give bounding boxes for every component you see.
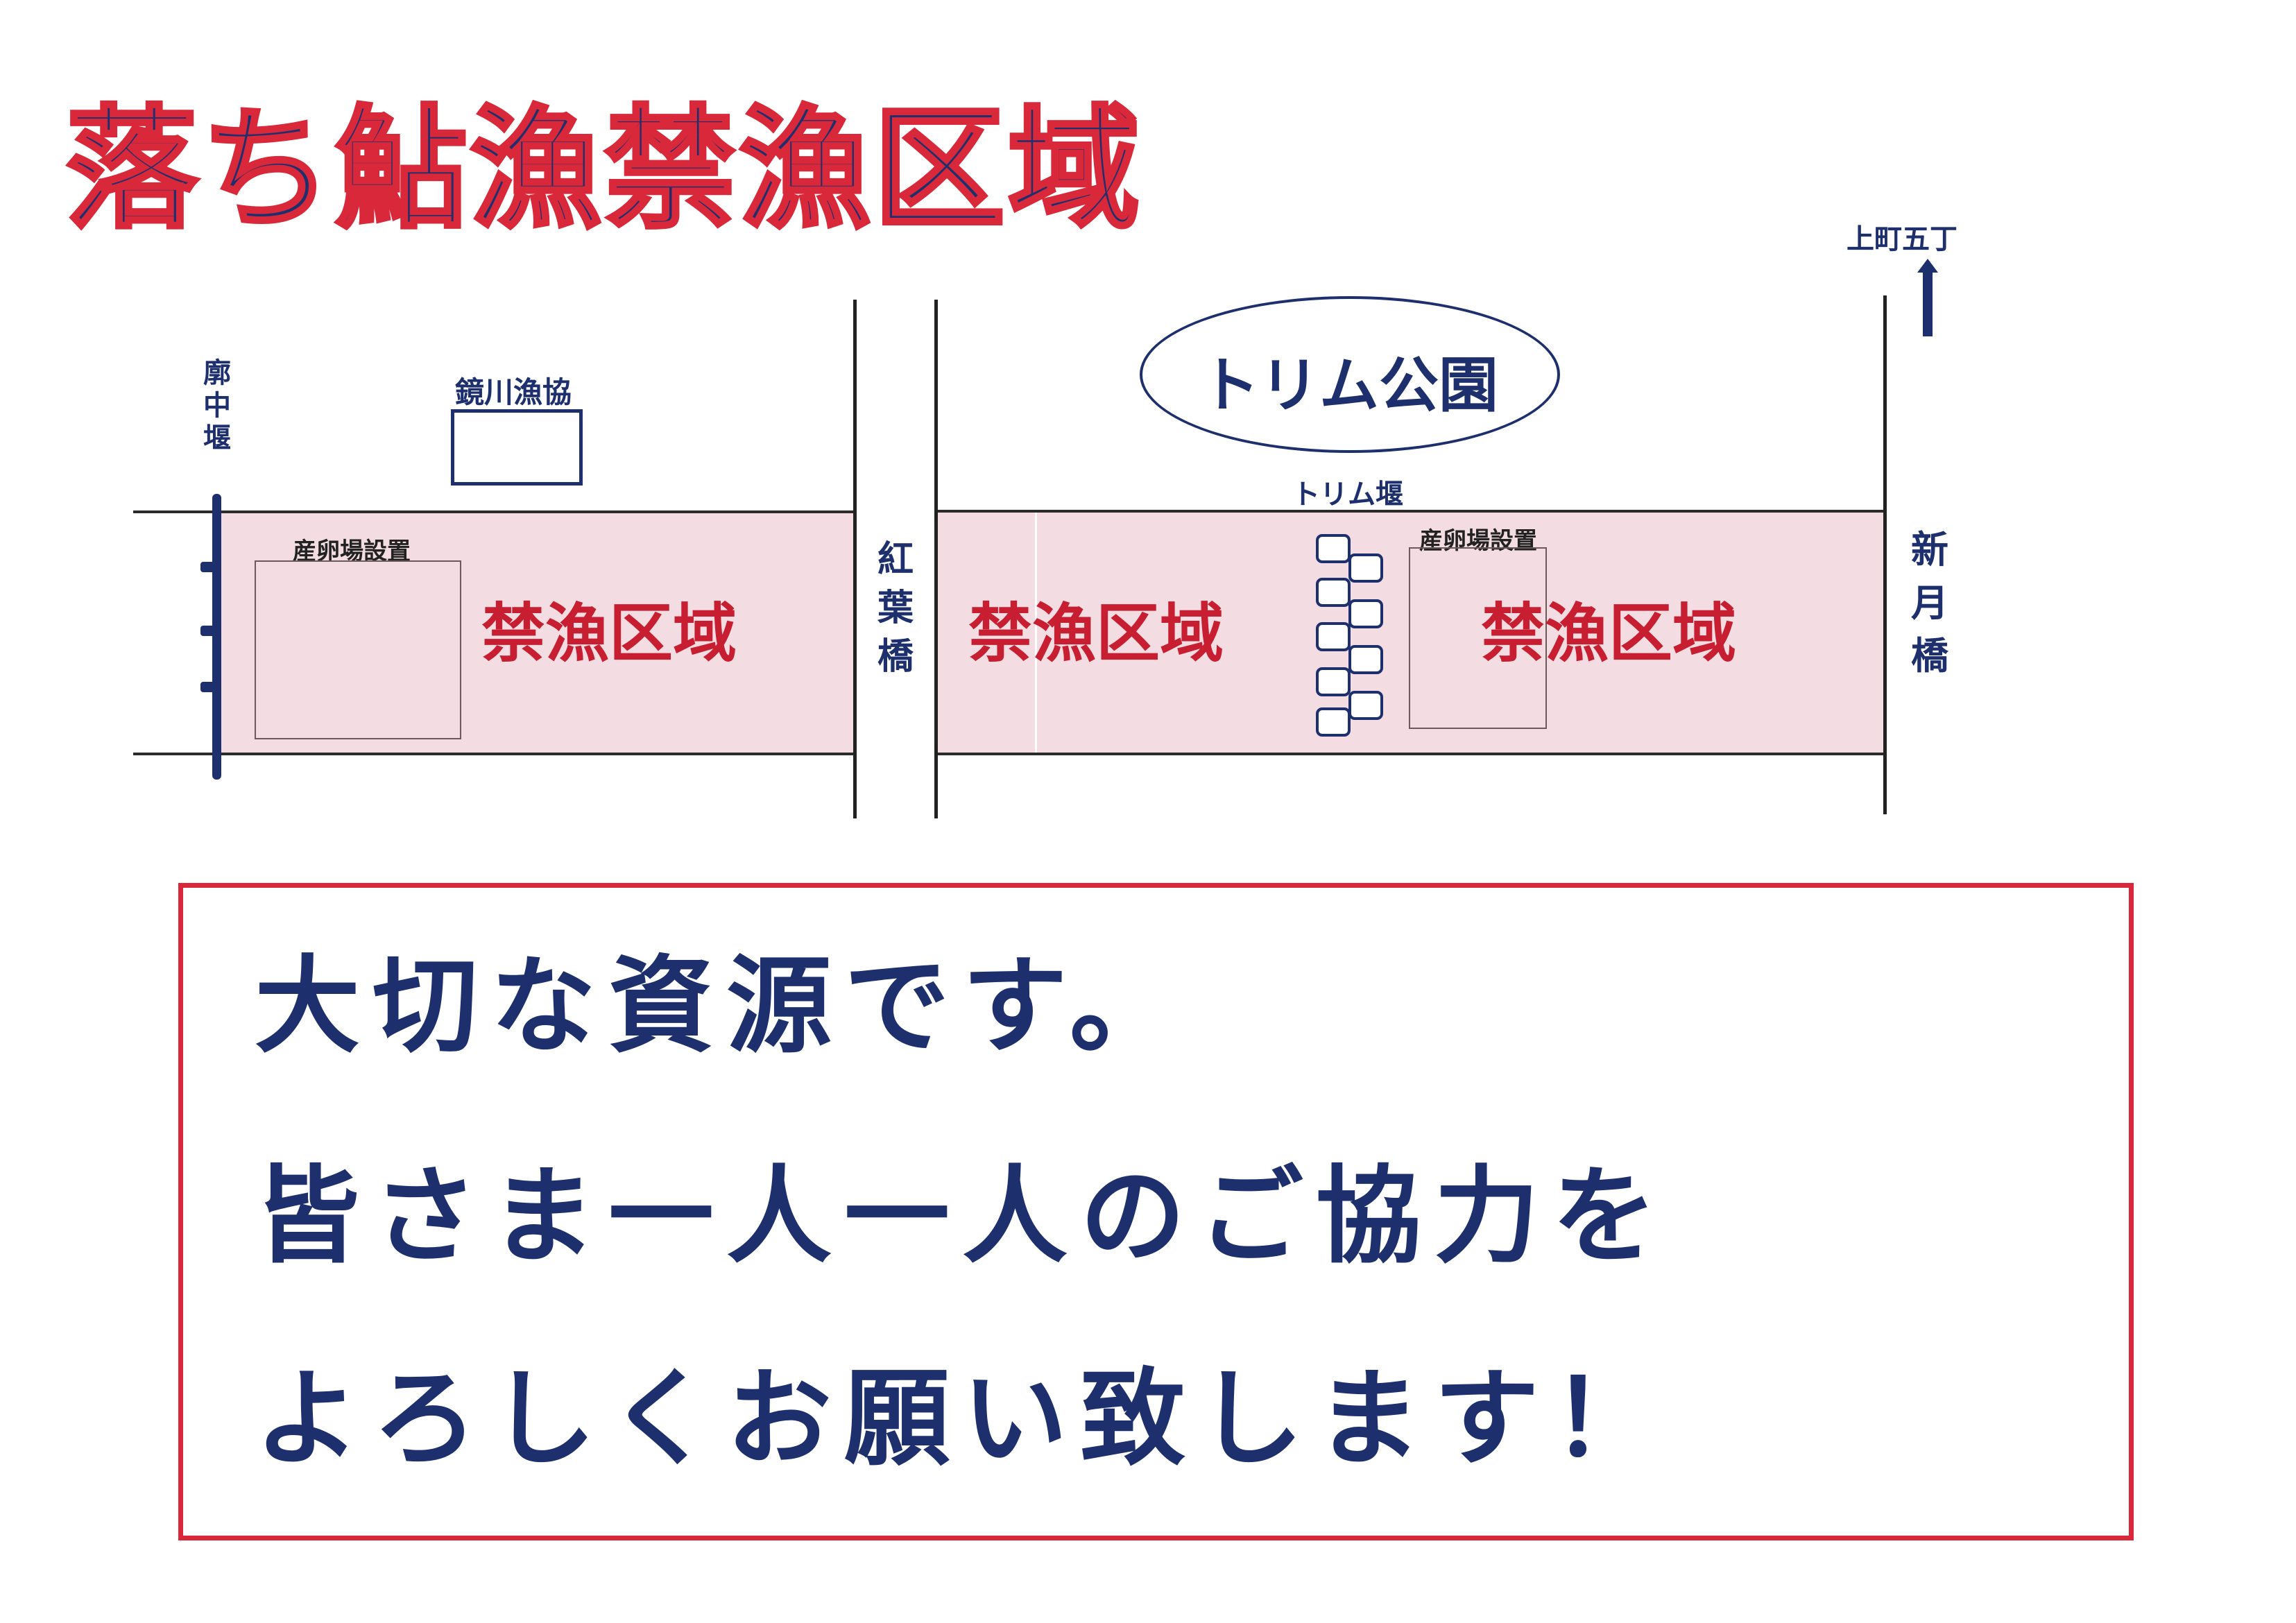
trim-park-label: トリム公園 xyxy=(1200,351,1498,420)
river-bank-bottom-right xyxy=(938,753,1885,755)
river-bank-top-left xyxy=(133,510,855,513)
kagamigawa-coop-label: 鏡川漁協 xyxy=(455,375,572,409)
notice-box: 大切な資源です。 皆さま一人一人のご協力を よろしくお願い致します！ xyxy=(178,883,2134,1540)
no-fishing-zone-label-right: 禁漁区域 xyxy=(1481,596,1737,671)
page-title: 落ち鮎漁禁漁区域 xyxy=(64,93,1143,246)
spawning-area-right xyxy=(1409,547,1547,729)
notice-line-1: 大切な資源です。 xyxy=(255,945,1188,1067)
kanaka-weir-bar xyxy=(212,494,221,780)
weir-block xyxy=(1316,707,1351,737)
river-bank-bottom-left xyxy=(133,753,855,755)
momiji-bridge-west-rail xyxy=(853,300,857,818)
shingetsu-bridge-label: 新 月 橋 xyxy=(1911,528,1948,678)
weir-block xyxy=(1316,667,1351,696)
no-fishing-zone-label-middle: 禁漁区域 xyxy=(968,596,1224,671)
weir-notch xyxy=(200,562,216,572)
river-bank-top-right xyxy=(938,510,1885,513)
notice-line-3: よろしくお願い致します！ xyxy=(255,1357,1670,1480)
trim-weir-label: トリム堰 xyxy=(1292,479,1403,510)
weir-block xyxy=(1316,578,1351,607)
kagamigawa-coop-building xyxy=(451,409,583,486)
weir-block xyxy=(1348,645,1383,674)
shingetsu-bridge-rail xyxy=(1883,295,1887,814)
weir-notch xyxy=(200,626,216,636)
up-arrow-icon xyxy=(1917,259,1938,336)
weir-block xyxy=(1348,553,1383,583)
trim-park-area xyxy=(1140,296,1560,453)
weir-block xyxy=(1316,534,1351,563)
weir-notch xyxy=(200,682,216,692)
weir-block xyxy=(1316,622,1351,651)
kamimachi-label: 上町五丁 xyxy=(1847,223,1957,255)
weir-block xyxy=(1348,691,1383,720)
weir-block xyxy=(1348,599,1383,628)
no-fishing-zone-right xyxy=(938,511,1883,754)
river-map: 廓 中 堰 鏡川漁協 産卵場設置 禁漁区域 紅 葉 橋 禁漁区域 トリム公園 ト… xyxy=(133,223,1957,818)
no-fishing-zone-label-left: 禁漁区域 xyxy=(481,596,737,671)
spawning-area-label-right: 産卵場設置 xyxy=(1419,527,1537,555)
spawning-area-left xyxy=(255,560,461,739)
zone-divider xyxy=(1035,511,1037,754)
notice-line-2: 皆さま一人一人のご協力を xyxy=(255,1155,1670,1278)
momiji-bridge-east-rail xyxy=(934,300,938,818)
kanaka-weir-label: 廓 中 堰 xyxy=(203,357,231,455)
momiji-bridge-label: 紅 葉 橋 xyxy=(877,539,914,678)
no-fishing-zone-left xyxy=(221,511,854,754)
